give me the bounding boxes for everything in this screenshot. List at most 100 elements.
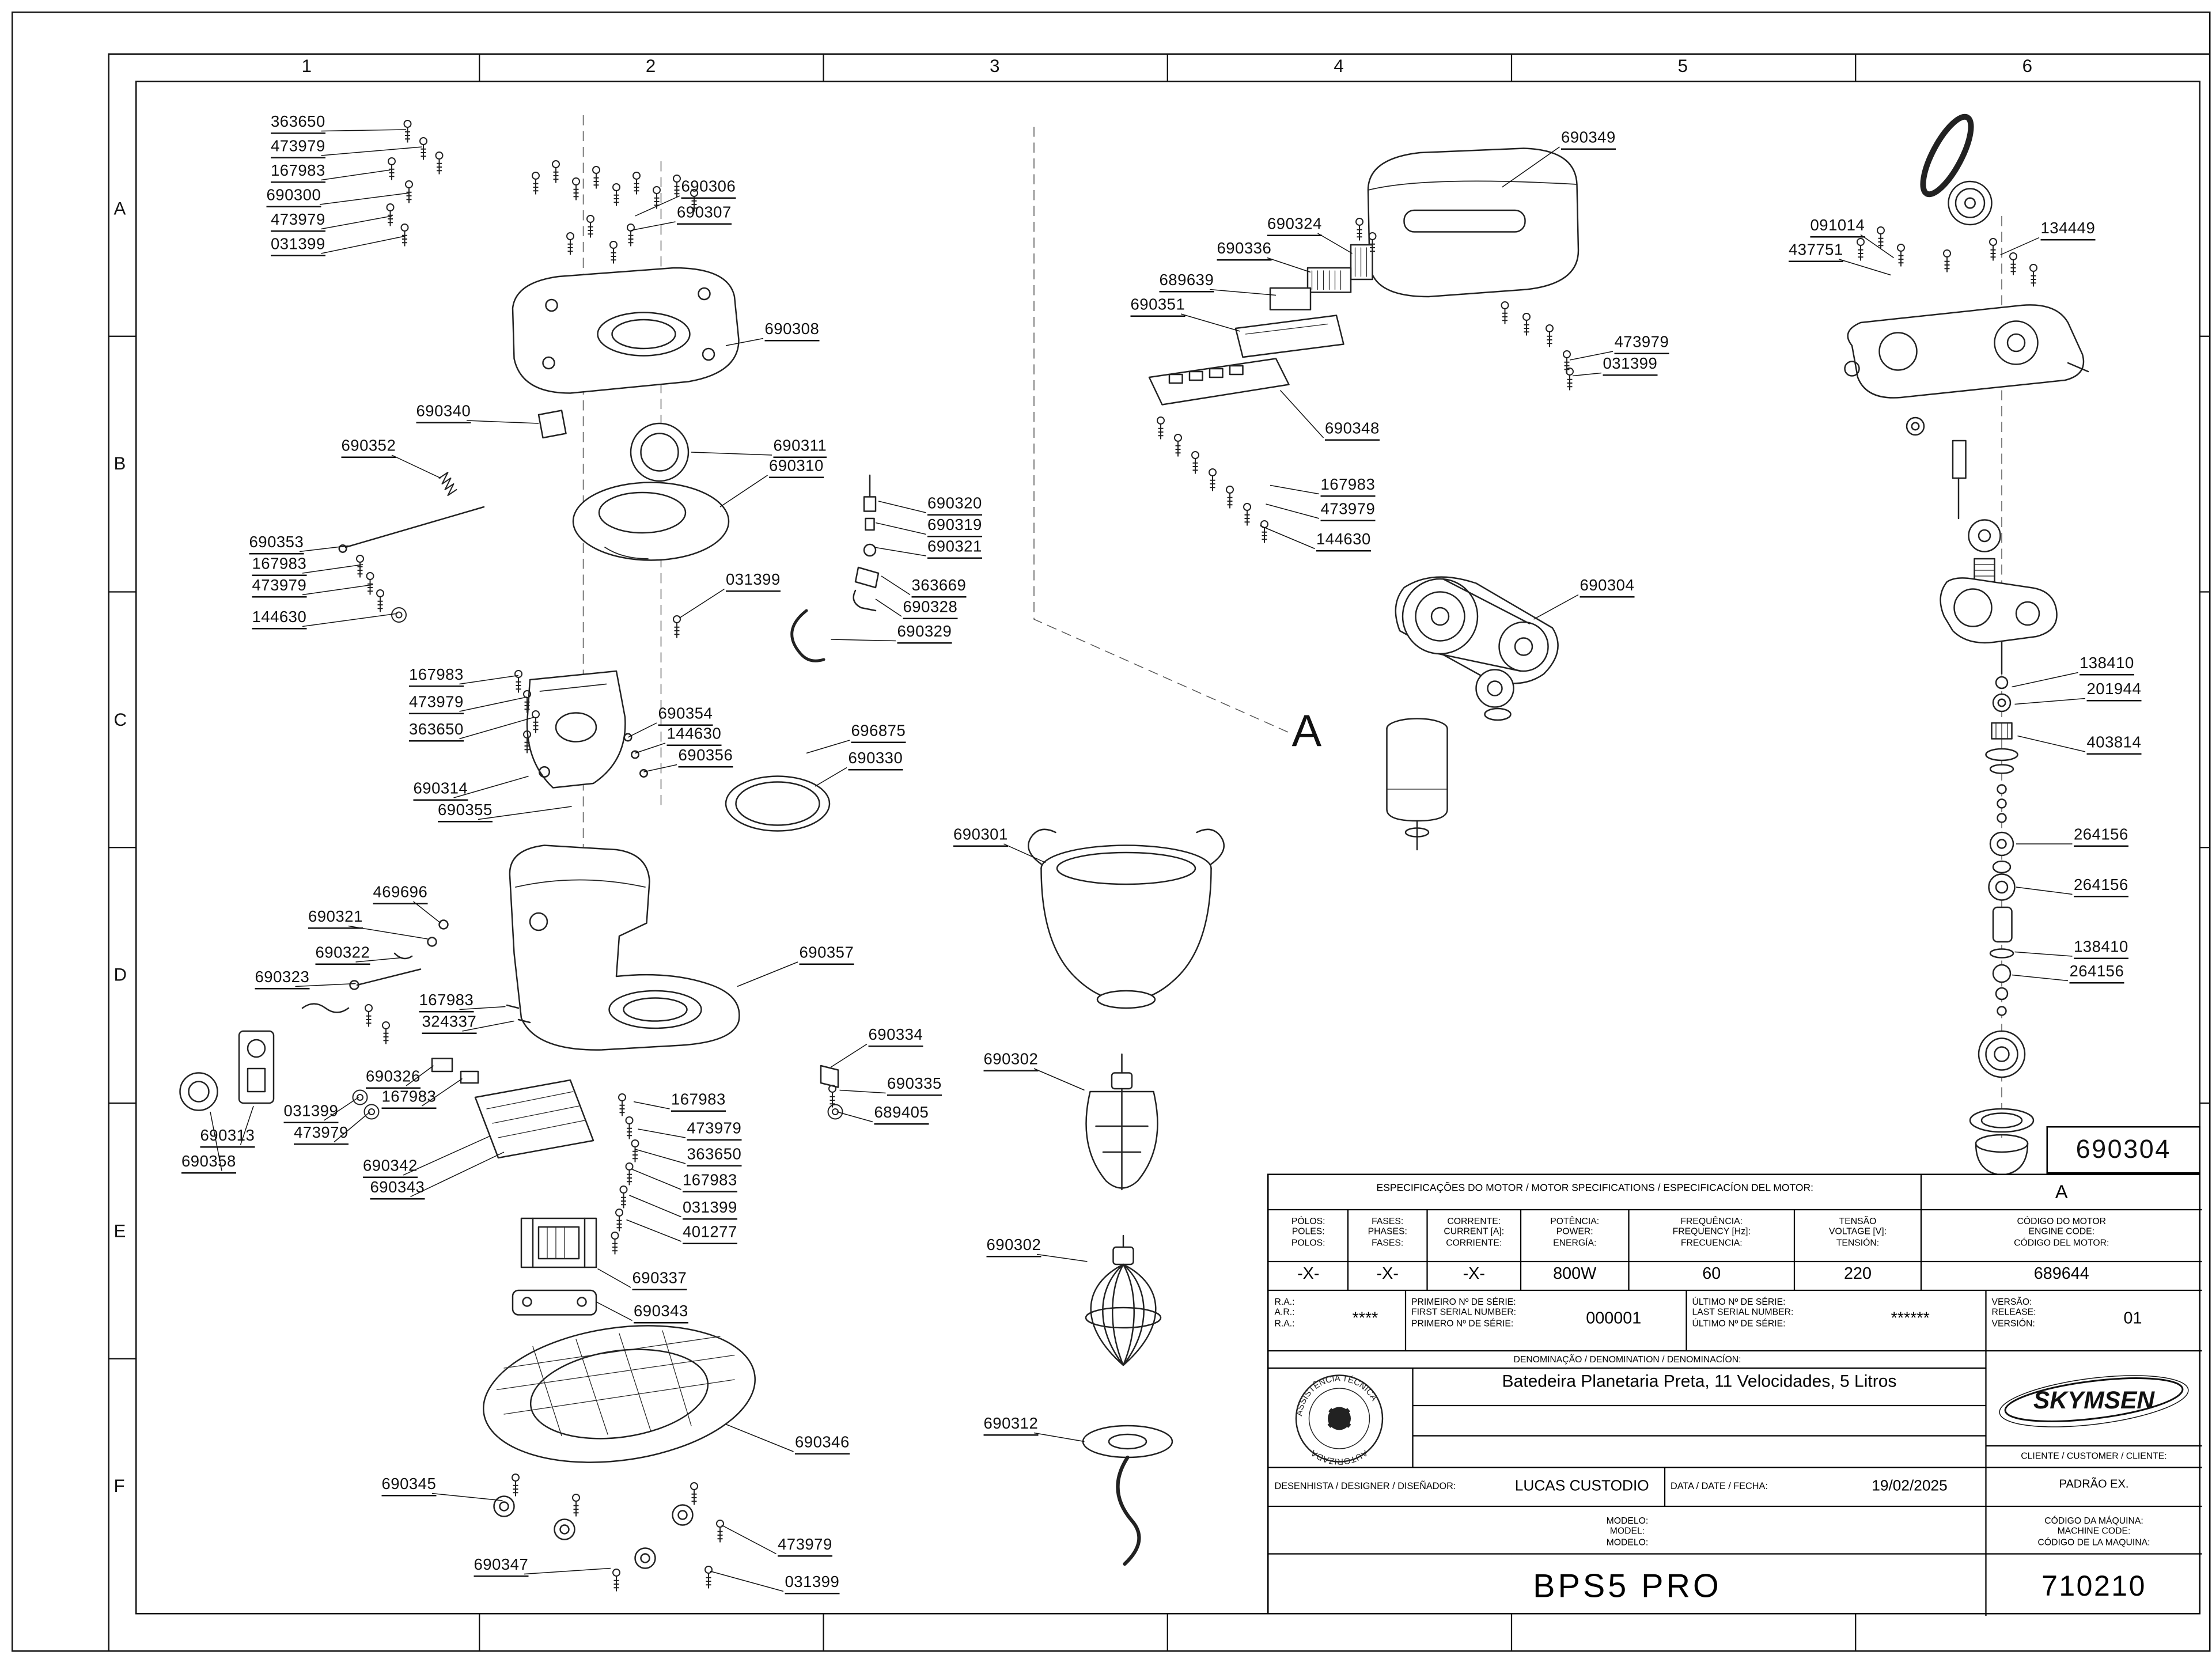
denomination-label: DENOMINAÇÃO / DENOMINATION / DENOMINACÍO… bbox=[1513, 1355, 1741, 1366]
designer-name: LUCAS CUSTODIO bbox=[1514, 1478, 1649, 1495]
model-name: BPS5 PRO bbox=[1533, 1567, 1722, 1604]
grid-row-F: F bbox=[113, 1476, 125, 1497]
part-callout-690321: 690321 bbox=[308, 910, 363, 929]
part-callout-167983: 167983 bbox=[252, 556, 307, 576]
part-callout-690308: 690308 bbox=[764, 322, 820, 342]
part-callout-473979: 473979 bbox=[294, 1126, 349, 1145]
part-callout-690329: 690329 bbox=[897, 624, 952, 644]
part-callout-690334: 690334 bbox=[868, 1028, 923, 1047]
version-value: 01 bbox=[2123, 1310, 2142, 1328]
part-callout-690302: 690302 bbox=[983, 1052, 1039, 1071]
part-callout-690304: 690304 bbox=[1580, 578, 1635, 598]
part-callout-690358: 690358 bbox=[181, 1154, 236, 1174]
grid-column-1: 1 bbox=[301, 56, 312, 77]
part-callout-401277: 401277 bbox=[683, 1225, 737, 1244]
skymsen-logo: SKYMSEN bbox=[1996, 1362, 2192, 1437]
assembly-code-box: 690304 bbox=[2046, 1126, 2200, 1174]
part-callout-690328: 690328 bbox=[903, 600, 958, 619]
part-callout-264156: 264156 bbox=[2074, 878, 2128, 897]
grid-row-A: A bbox=[113, 198, 126, 219]
part-callout-031399: 031399 bbox=[726, 573, 781, 592]
part-callout-690347: 690347 bbox=[474, 1558, 529, 1577]
last-serial-label: ÚLTIMO Nº DE SÉRIE:LAST SERIAL NUMBER:ÚL… bbox=[1692, 1297, 1794, 1330]
part-callout-167983: 167983 bbox=[419, 993, 474, 1013]
spec-poles: PÓLOS:POLES:POLOS: bbox=[1291, 1217, 1325, 1249]
part-callout-689405: 689405 bbox=[874, 1105, 929, 1125]
part-callout-690330: 690330 bbox=[848, 751, 903, 771]
part-callout-138410: 138410 bbox=[2080, 656, 2134, 676]
part-callout-473979: 473979 bbox=[687, 1121, 742, 1141]
part-callout-690353: 690353 bbox=[249, 535, 304, 555]
part-callout-690345: 690345 bbox=[381, 1477, 437, 1497]
part-callout-469696: 469696 bbox=[373, 885, 428, 904]
part-callout-690323: 690323 bbox=[255, 970, 310, 990]
machine-code-label: CÓDIGO DA MÁQUINA:MACHINE CODE:CÓDIGO DE… bbox=[2037, 1516, 2150, 1548]
part-callout-690310: 690310 bbox=[769, 459, 824, 478]
part-callout-031399: 031399 bbox=[1603, 357, 1658, 376]
grid-row-D: D bbox=[113, 965, 127, 986]
part-callout-031399: 031399 bbox=[271, 237, 325, 256]
part-callout-690356: 690356 bbox=[678, 748, 733, 768]
ra-value: **** bbox=[1352, 1310, 1378, 1328]
part-callout-363650: 363650 bbox=[271, 115, 325, 134]
part-callout-690307: 690307 bbox=[677, 205, 732, 225]
part-callout-690301: 690301 bbox=[953, 827, 1008, 847]
part-callout-167983: 167983 bbox=[1320, 478, 1376, 497]
spec-engine-code-value: 689644 bbox=[2033, 1266, 2089, 1283]
part-callout-690313: 690313 bbox=[200, 1128, 255, 1148]
part-callout-690342: 690342 bbox=[363, 1158, 418, 1178]
version-label: VERSÃO:RELEASE:VERSIÓN: bbox=[1991, 1297, 2036, 1330]
part-callout-091014: 091014 bbox=[1810, 218, 1865, 238]
part-callout-690348: 690348 bbox=[1325, 421, 1380, 441]
part-callout-473979: 473979 bbox=[1320, 502, 1376, 521]
part-callout-690335: 690335 bbox=[887, 1077, 942, 1096]
part-callout-690311: 690311 bbox=[773, 438, 827, 458]
brand-wordmark: SKYMSEN bbox=[2033, 1387, 2155, 1414]
spec-current-value: -X- bbox=[1463, 1266, 1485, 1283]
part-callout-690354: 690354 bbox=[658, 706, 713, 726]
part-callout-201944: 201944 bbox=[2086, 682, 2142, 702]
part-callout-363650: 363650 bbox=[687, 1147, 742, 1166]
part-callout-690343: 690343 bbox=[634, 1304, 688, 1324]
part-callout-690340: 690340 bbox=[416, 404, 471, 423]
part-callout-134449: 134449 bbox=[2040, 221, 2096, 241]
part-callout-473979: 473979 bbox=[271, 139, 325, 158]
part-callout-690300: 690300 bbox=[266, 188, 321, 207]
stamp-gear-icon bbox=[1327, 1407, 1351, 1430]
part-callout-690302: 690302 bbox=[986, 1238, 1041, 1257]
spec-phases: FASES:PHASES:FASES: bbox=[1368, 1217, 1407, 1249]
svg-text:AUTORIZADA: AUTORIZADA bbox=[1309, 1448, 1369, 1466]
machine-code: 710210 bbox=[2041, 1571, 2146, 1603]
spec-frequency: FREQUÊNCIA:FREQUENCY [Hz]:FRECUENCIA: bbox=[1672, 1217, 1751, 1249]
part-callout-167983: 167983 bbox=[381, 1089, 437, 1109]
grid-column-3: 3 bbox=[990, 56, 1000, 77]
parts bbox=[179, 113, 2089, 1569]
grid-row-B: B bbox=[113, 454, 126, 475]
date-value: 19/02/2025 bbox=[1872, 1478, 1948, 1495]
part-callout-690306: 690306 bbox=[681, 179, 736, 199]
assembly-code: 690304 bbox=[2075, 1135, 2171, 1164]
title-block-grid bbox=[1268, 1175, 2202, 1616]
part-callout-690322: 690322 bbox=[315, 945, 370, 965]
part-callout-473979: 473979 bbox=[271, 213, 325, 232]
part-callout-690314: 690314 bbox=[413, 781, 468, 801]
part-callout-324337: 324337 bbox=[422, 1014, 477, 1034]
part-callout-690349: 690349 bbox=[1561, 130, 1616, 150]
denomination: Batedeira Planetaria Preta, 11 Velocidad… bbox=[1502, 1371, 1897, 1391]
leader-lines bbox=[210, 129, 2086, 1592]
part-callout-363669: 363669 bbox=[911, 578, 967, 598]
part-callout-031399: 031399 bbox=[283, 1104, 339, 1123]
grid-column-5: 5 bbox=[1677, 56, 1688, 77]
grid-column-6: 6 bbox=[2022, 56, 2033, 77]
part-callout-690320: 690320 bbox=[927, 496, 982, 516]
part-callout-473979: 473979 bbox=[252, 578, 307, 598]
part-callout-690337: 690337 bbox=[632, 1271, 687, 1290]
model-label: MODELO:MODEL:MODELO: bbox=[1606, 1516, 1649, 1548]
part-callout-690355: 690355 bbox=[438, 803, 493, 823]
first-serial-value: 000001 bbox=[1586, 1310, 1642, 1328]
part-callout-689639: 689639 bbox=[1159, 273, 1214, 293]
part-callout-696875: 696875 bbox=[851, 724, 906, 743]
